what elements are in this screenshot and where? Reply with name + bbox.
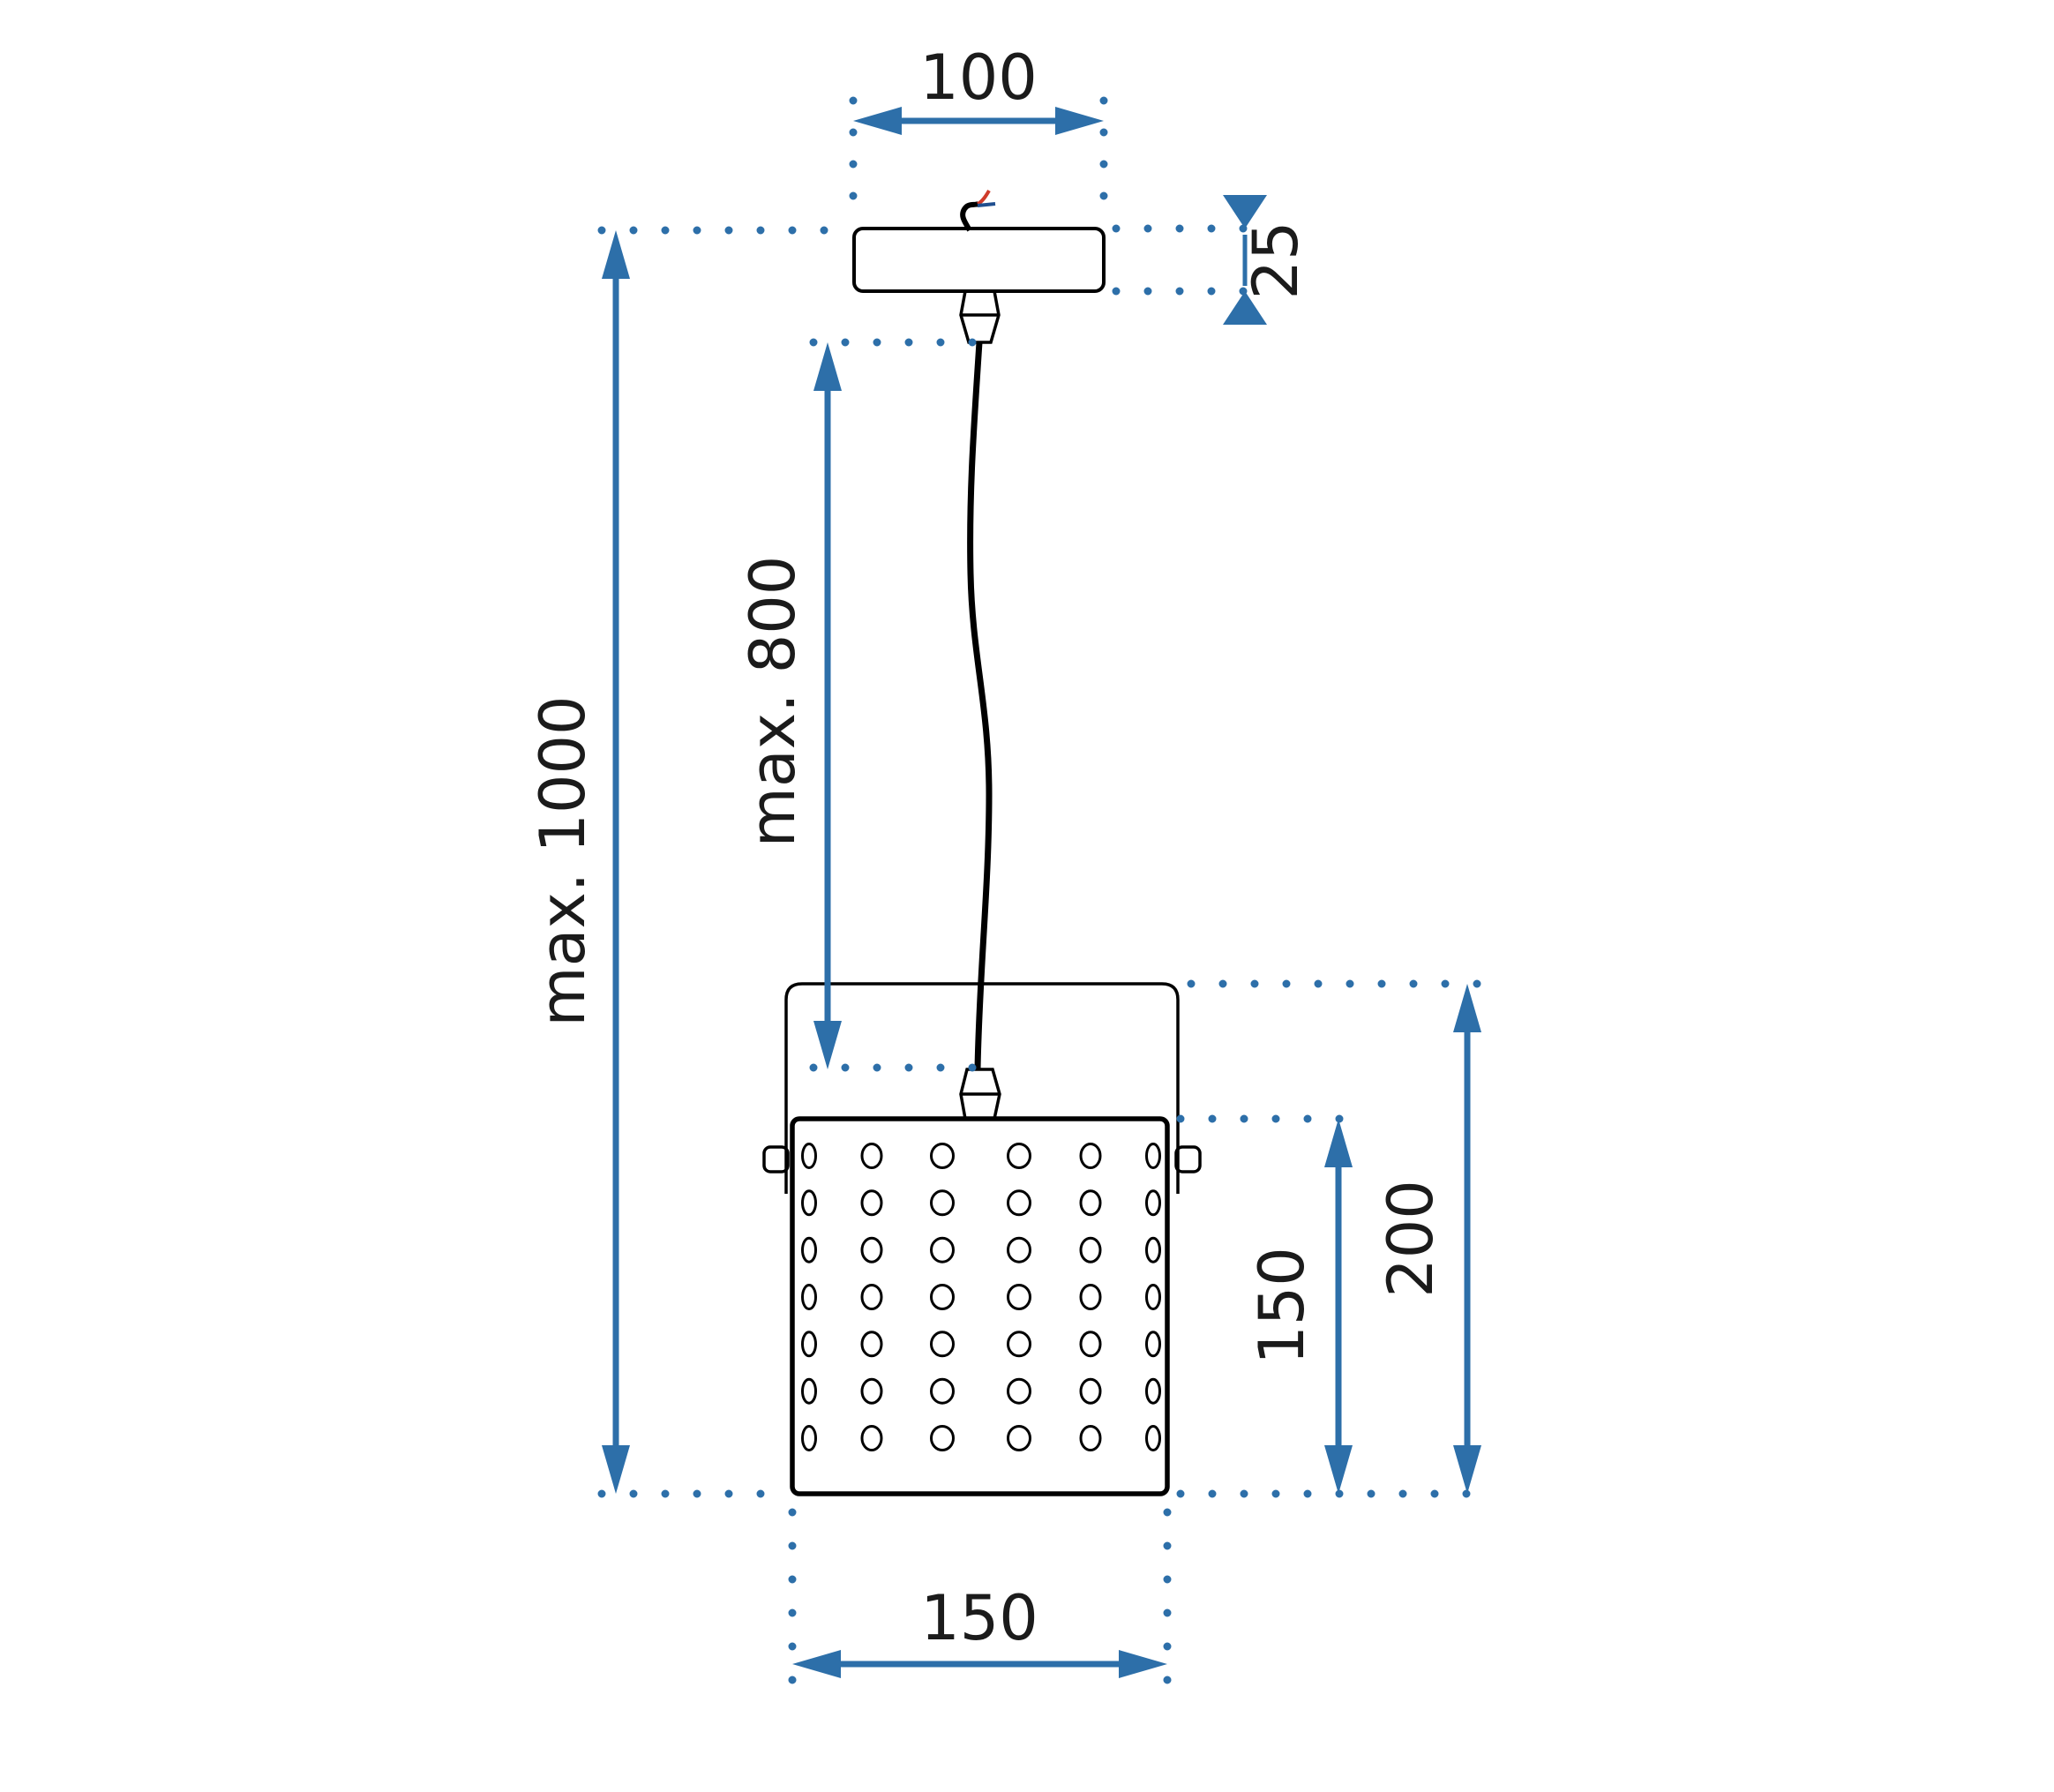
arrowhead-down-icon (602, 1445, 630, 1494)
dim-canopy-width: 100 (853, 41, 1104, 135)
wire-neutral-blue-icon (977, 202, 996, 207)
perforation-hole (1145, 1425, 1161, 1451)
perforation-hole (1079, 1425, 1102, 1451)
perforation-hole (1145, 1284, 1161, 1310)
perforation-hole (1145, 1143, 1161, 1169)
arrowhead-down-icon (813, 1021, 842, 1069)
perforation-hole (1007, 1236, 1031, 1263)
perforation-hole (1079, 1331, 1102, 1358)
perforation-hole (930, 1189, 955, 1217)
perforation-hole (801, 1331, 817, 1358)
mounting-bracket (784, 982, 1180, 1194)
dim-shade-width-label: 150 (920, 1582, 1038, 1654)
mounting-wire (960, 201, 980, 232)
perforation-hole (930, 1236, 955, 1263)
dim-canopy-height: 25 (1223, 195, 1312, 325)
arrowhead-down-icon (1324, 1445, 1353, 1494)
lampshade (790, 1116, 1170, 1496)
perforation-hole (1145, 1377, 1161, 1405)
arrowhead-left-icon (792, 1650, 841, 1678)
dim-shade-height-label: 150 (1246, 1247, 1318, 1365)
perforation-hole (930, 1143, 955, 1169)
perforation-hole (1145, 1331, 1161, 1358)
perforation-hole (930, 1331, 955, 1358)
arrowhead-right-icon (1119, 1650, 1167, 1678)
dim-shade-width: 150 (792, 1582, 1167, 1678)
wire-live-red-icon (977, 190, 991, 206)
perforation-hole (860, 1331, 883, 1358)
dim-canopy-height-label: 25 (1240, 221, 1312, 299)
perforation-hole (930, 1425, 955, 1451)
perforation-hole (860, 1143, 883, 1169)
perforation-hole (1007, 1425, 1031, 1451)
perforation-hole (860, 1236, 883, 1263)
arrowhead-up-icon (602, 230, 630, 279)
arrowhead-down-icon (1453, 1445, 1481, 1494)
dimension-annotations: 100 25 max. 1000 max. 800 20 (527, 41, 1485, 1707)
perforation-hole (1079, 1189, 1102, 1217)
perforation-hole (1007, 1189, 1031, 1217)
perforation-hole (801, 1377, 817, 1405)
bracket-screw-left (762, 1145, 790, 1173)
dim-lamp-height-label: 200 (1375, 1180, 1447, 1298)
perforation-hole (860, 1189, 883, 1217)
arrowhead-up-icon (813, 342, 842, 391)
perforation-hole (1079, 1377, 1102, 1405)
perforation-hole (1079, 1143, 1102, 1169)
arrowhead-down-icon (1223, 195, 1267, 229)
dim-shade-height: 150 (1246, 1119, 1353, 1494)
perforation-hole (1079, 1236, 1102, 1263)
extension-dots (597, 96, 1485, 1707)
perforation-hole (1079, 1284, 1102, 1310)
dim-lamp-height: 200 (1375, 984, 1481, 1494)
arrowhead-up-icon (1453, 984, 1481, 1032)
perforation-hole (801, 1189, 817, 1217)
perforation-hole (1007, 1377, 1031, 1405)
perforation-hole (801, 1284, 817, 1310)
perforation-hole (1007, 1331, 1031, 1358)
dim-cable-length-label: max. 800 (737, 556, 809, 848)
arrowhead-up-icon (1223, 291, 1267, 325)
perforation-hole (801, 1236, 817, 1263)
perforation-hole (801, 1425, 817, 1451)
dim-canopy-width-label: 100 (919, 41, 1038, 114)
perforation-hole (1007, 1284, 1031, 1310)
dim-overall-drop-label: max. 1000 (527, 695, 599, 1026)
strain-relief-top (959, 289, 1001, 344)
perforation-hole (1145, 1189, 1161, 1217)
dim-overall-drop: max. 1000 (527, 230, 630, 1494)
arrowhead-up-icon (1324, 1119, 1353, 1167)
bracket-screw-right (1174, 1145, 1202, 1173)
dim-cable-length: max. 800 (737, 342, 842, 1069)
pendant-cable (967, 341, 993, 1070)
lamp-drawing (762, 190, 1202, 1496)
perforation-hole (930, 1377, 955, 1405)
perforation-hole (860, 1377, 883, 1405)
perforation-holes (801, 1143, 1161, 1451)
strain-relief-bottom (959, 1068, 1001, 1121)
arrowhead-right-icon (1055, 107, 1104, 135)
perforation-hole (930, 1284, 955, 1310)
perforation-hole (1007, 1143, 1031, 1169)
arrowhead-left-icon (853, 107, 902, 135)
perforation-hole (860, 1284, 883, 1310)
perforation-hole (801, 1143, 817, 1169)
ceiling-canopy (852, 227, 1106, 293)
perforation-hole (860, 1425, 883, 1451)
perforation-hole (1145, 1236, 1161, 1263)
